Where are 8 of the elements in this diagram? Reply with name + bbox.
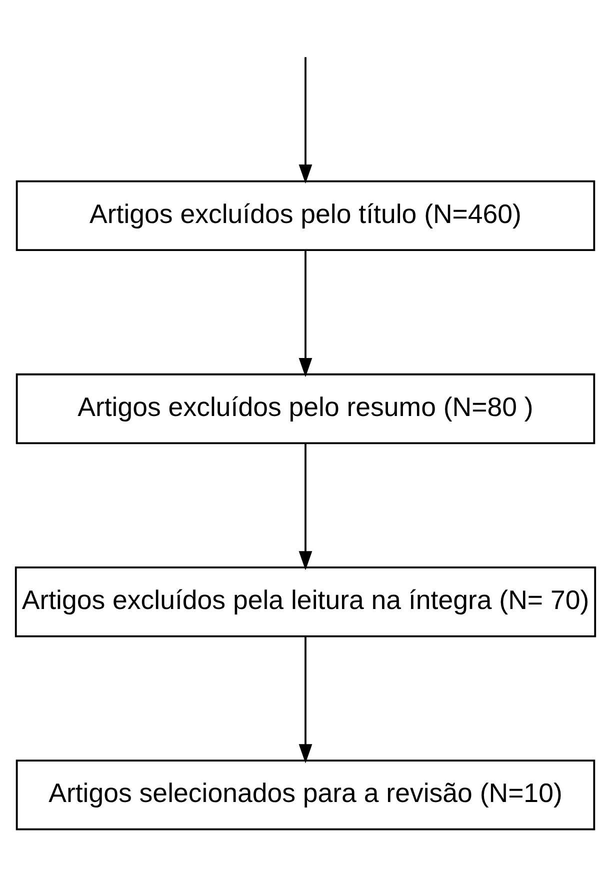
- arrow: [298, 57, 312, 184]
- node-box: Artigos excluídos pelo título (N=460): [16, 180, 596, 252]
- arrow: [298, 250, 312, 378]
- node-box: Artigos selecionados para a revisão (N=10): [16, 760, 596, 830]
- node-box: Artigos excluídos pelo resumo (N=80 ): [16, 373, 596, 444]
- arrow: [298, 444, 312, 570]
- node-box: Artigos excluídos pela leitura na íntegra (N= 70): [14, 566, 596, 638]
- arrow: [298, 636, 312, 764]
